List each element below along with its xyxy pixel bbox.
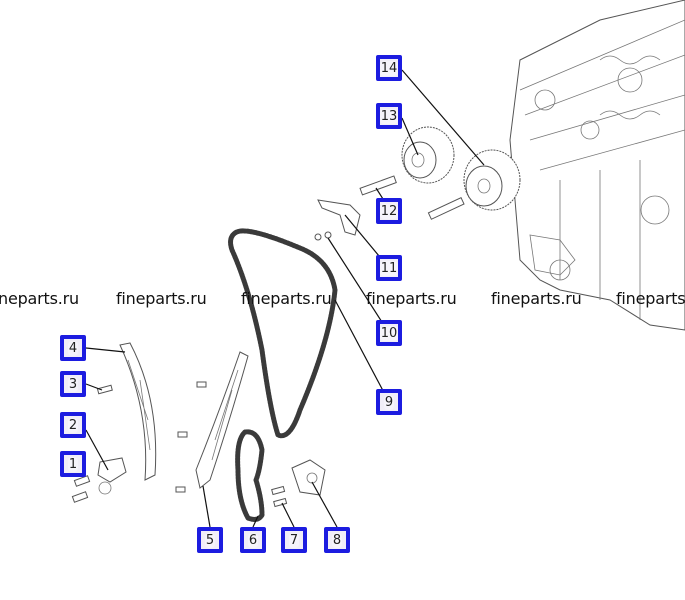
callout-10[interactable]: 10 [376, 320, 402, 346]
callout-4[interactable]: 4 [60, 335, 86, 361]
tensioner-illustration [71, 384, 127, 503]
callout-number: 5 [204, 532, 216, 548]
callout-3[interactable]: 3 [60, 371, 86, 397]
callout-5[interactable]: 5 [197, 527, 223, 553]
callout-number: 7 [288, 532, 300, 548]
watermark: neparts.ru [0, 289, 79, 308]
callout-13[interactable]: 13 [376, 103, 402, 129]
watermark: fineparts.ru [241, 289, 332, 308]
callout-number: 1 [67, 456, 79, 472]
callout-1[interactable]: 1 [60, 451, 86, 477]
sprocket-bolts-illustration [359, 175, 465, 220]
watermark: fineparts.ru [366, 289, 457, 308]
callout-number: 9 [383, 394, 395, 410]
callout-2[interactable]: 2 [60, 412, 86, 438]
engine-block-illustration [509, 0, 685, 331]
callout-7[interactable]: 7 [281, 527, 307, 553]
callout-number: 14 [379, 60, 399, 76]
callout-14[interactable]: 14 [376, 55, 402, 81]
callout-number: 13 [379, 108, 399, 124]
callout-number: 11 [379, 260, 399, 276]
callout-number: 4 [67, 340, 79, 356]
oil-pump-tensioner-illustration [291, 459, 326, 496]
callout-number: 12 [379, 203, 399, 219]
oil-pump-chain-illustration [235, 429, 265, 522]
callout-6[interactable]: 6 [240, 527, 266, 553]
callout-8[interactable]: 8 [324, 527, 350, 553]
watermark: fineparts.ru [491, 289, 582, 308]
callout-12[interactable]: 12 [376, 198, 402, 224]
timing-chain-illustration [228, 228, 338, 439]
callout-number: 6 [247, 532, 259, 548]
bolts-7-illustration [271, 485, 288, 508]
chain-guide-illustration [195, 351, 249, 489]
guide-bracket-illustration [317, 199, 361, 236]
watermark: fineparts.ru [116, 289, 207, 308]
callout-9[interactable]: 9 [376, 389, 402, 415]
callout-11[interactable]: 11 [376, 255, 402, 281]
tensioner-rail-illustration [119, 342, 157, 481]
callout-number: 10 [379, 325, 399, 341]
callout-number: 8 [331, 532, 343, 548]
callout-number: 3 [67, 376, 79, 392]
camshaft-adjuster-14-illustration [463, 149, 521, 211]
watermark: fineparts.ru [616, 289, 685, 308]
callout-number: 2 [67, 417, 79, 433]
guide-bolts-illustration [175, 381, 207, 493]
camshaft-adjuster-13-illustration [401, 126, 455, 184]
